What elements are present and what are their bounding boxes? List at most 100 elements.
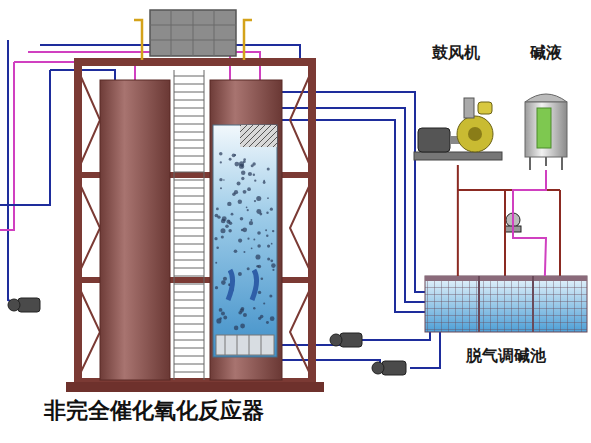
illustration-part bbox=[238, 272, 242, 276]
illustration-part bbox=[246, 206, 248, 208]
illustration-part bbox=[241, 177, 244, 180]
illustration-part bbox=[215, 262, 217, 264]
illustration-part bbox=[238, 311, 242, 315]
illustration-part bbox=[425, 276, 587, 281]
illustration-part bbox=[266, 321, 269, 324]
illustration-part bbox=[360, 332, 430, 340]
illustration-part bbox=[219, 317, 221, 319]
illustration-part bbox=[478, 102, 492, 114]
illustration-part bbox=[243, 251, 245, 253]
illustration-part bbox=[150, 10, 236, 56]
illustration-part bbox=[256, 265, 259, 268]
illustration-part bbox=[272, 230, 274, 232]
illustration-part bbox=[247, 238, 249, 240]
illustration-part bbox=[256, 209, 261, 214]
illustration-part bbox=[253, 307, 255, 309]
illustration-part bbox=[239, 161, 244, 166]
illustration-part bbox=[256, 196, 261, 201]
illustration-part bbox=[267, 245, 270, 248]
illustration-part bbox=[240, 125, 277, 147]
illustration-part bbox=[174, 76, 204, 372]
illustration-part bbox=[247, 209, 249, 211]
illustration-part bbox=[330, 334, 342, 346]
illustration-part bbox=[247, 187, 251, 191]
illustration-part bbox=[410, 332, 440, 368]
illustration-part bbox=[217, 216, 220, 219]
illustration-part bbox=[254, 200, 256, 202]
illustration-part bbox=[261, 278, 264, 281]
illustration-part bbox=[234, 154, 236, 156]
illustration-part bbox=[216, 207, 219, 210]
illustration-part bbox=[340, 333, 362, 347]
illustration-part bbox=[247, 267, 250, 270]
illustration-part bbox=[425, 276, 587, 332]
illustration-part bbox=[222, 216, 227, 221]
illustration-part bbox=[241, 229, 244, 232]
illustration-part bbox=[267, 197, 269, 199]
illustration-part bbox=[271, 243, 273, 245]
equipment-node: 碱液 bbox=[521, 90, 571, 170]
illustration-part bbox=[290, 70, 312, 378]
illustration-part bbox=[251, 247, 253, 249]
illustration-part bbox=[228, 229, 231, 232]
illustration-part bbox=[525, 94, 567, 102]
air-bubbles bbox=[214, 152, 275, 330]
illustration-part bbox=[238, 239, 242, 243]
illustration-part bbox=[223, 179, 225, 181]
top-cabin bbox=[134, 10, 252, 60]
equipment-label: 脱气调碱池 bbox=[385, 346, 591, 367]
illustration-part bbox=[216, 246, 219, 249]
illustration-part bbox=[229, 158, 232, 161]
illustration-part bbox=[232, 192, 235, 195]
illustration-part bbox=[8, 299, 20, 311]
illustration-part bbox=[219, 152, 223, 156]
illustration-part bbox=[66, 382, 324, 392]
illustration-part bbox=[270, 259, 273, 262]
degassing-pool-illustration bbox=[425, 276, 587, 332]
illustration-part bbox=[271, 263, 276, 268]
illustration-part bbox=[214, 237, 217, 240]
illustration-part bbox=[253, 174, 255, 176]
equipment-label: 碱液 bbox=[481, 43, 591, 64]
illustration-part bbox=[223, 277, 227, 281]
illustration-part bbox=[282, 108, 425, 302]
illustration-part bbox=[215, 286, 218, 289]
illustration-part bbox=[238, 200, 242, 204]
illustration-part bbox=[234, 326, 239, 331]
illustration-part bbox=[78, 70, 100, 378]
illustration-part bbox=[150, 10, 236, 56]
illustration-part bbox=[266, 211, 268, 213]
illustration-part bbox=[267, 168, 270, 171]
illustration-part bbox=[265, 229, 267, 231]
illustration-part bbox=[464, 98, 474, 118]
illustration-part bbox=[249, 221, 253, 225]
illustration-part bbox=[254, 180, 256, 182]
illustration-part bbox=[270, 208, 273, 211]
illustration-part bbox=[530, 157, 562, 170]
illustration-part bbox=[267, 258, 270, 261]
illustration-part bbox=[0, 70, 50, 205]
diagram-title: 非完全催化氧化反应器 bbox=[44, 396, 264, 426]
illustration-part bbox=[220, 187, 222, 189]
illustration-part bbox=[220, 161, 222, 163]
illustration-part bbox=[468, 127, 482, 141]
illustration-part bbox=[251, 164, 254, 167]
illustration-part bbox=[506, 213, 520, 227]
illustration-part bbox=[479, 276, 533, 332]
illustration-part bbox=[213, 125, 277, 357]
illustration-part bbox=[232, 153, 236, 157]
steel-frame bbox=[66, 62, 324, 392]
illustration-part bbox=[243, 190, 247, 194]
illustration-part bbox=[234, 249, 238, 253]
illustration-part bbox=[253, 238, 255, 240]
illustration-part bbox=[228, 270, 257, 300]
illustration-part bbox=[537, 108, 551, 148]
illustration-part bbox=[216, 335, 274, 355]
illustration-part bbox=[241, 171, 245, 175]
illustration-part bbox=[457, 116, 493, 152]
illustration-part bbox=[270, 316, 275, 321]
illustration-part bbox=[100, 80, 170, 380]
illustration-part bbox=[414, 152, 502, 160]
